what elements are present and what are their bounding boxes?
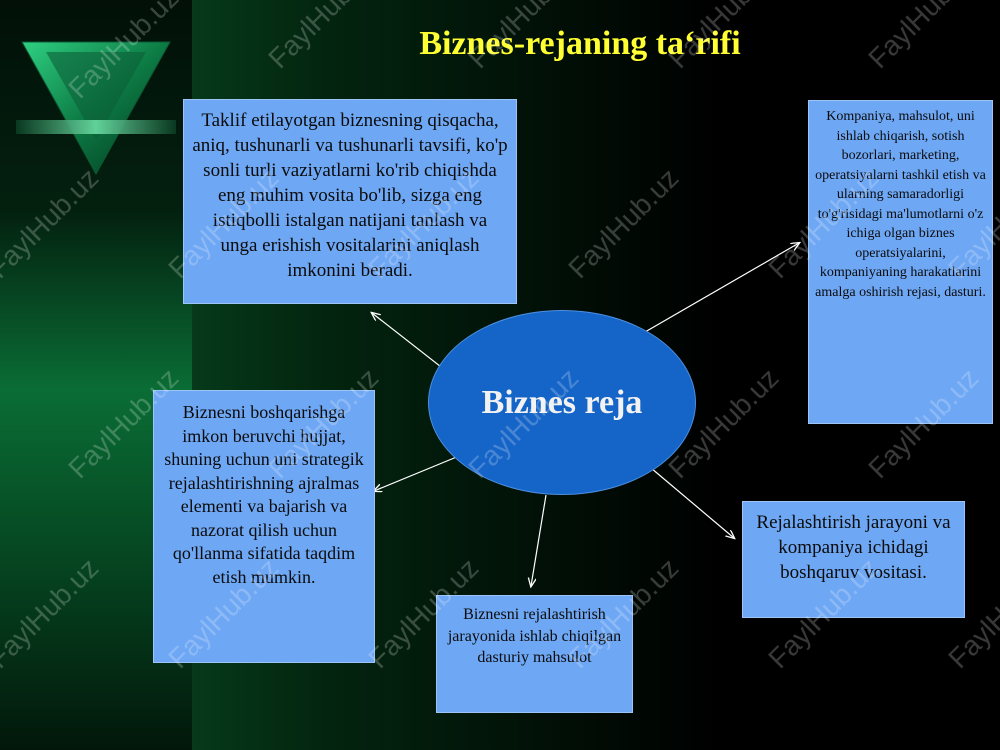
arrow-to-bottom-right [650,467,734,538]
definition-text-top-left: Taklif etilayotgan biznesning qisqacha, … [192,110,508,281]
definition-text-bottom-center: Biznesni rejalashtirish jarayonida ishla… [447,606,622,666]
definition-text-top-right: Kompaniya, mahsulot, uni ishlab chiqaris… [815,109,986,300]
definition-box-top-right: Kompaniya, mahsulot, uni ishlab chiqaris… [808,100,993,424]
definition-box-bottom-center: Biznesni rejalashtirish jarayonida ishla… [436,595,633,713]
slide-title: Biznes-rejaning ta‘rifi [419,25,741,62]
definition-box-middle-left: Biznesni boshqarishga imkon beruvchi huj… [153,390,375,663]
definition-text-bottom-right: Rejalashtirish jarayoni va kompaniya ich… [756,512,951,583]
definition-text-middle-left: Biznesni boshqarishga imkon beruvchi huj… [164,402,364,587]
center-ellipse: Biznes reja [428,310,696,495]
center-label: Biznes reja [481,383,643,421]
arrow-to-bottom-center [531,494,547,586]
arrow-to-top-right [625,243,799,344]
definition-box-bottom-right: Rejalashtirish jarayoni va kompaniya ich… [742,501,965,618]
definition-box-top-left: Taklif etilayotgan biznesning qisqacha, … [183,99,517,304]
green-triangle-logo [16,41,176,176]
